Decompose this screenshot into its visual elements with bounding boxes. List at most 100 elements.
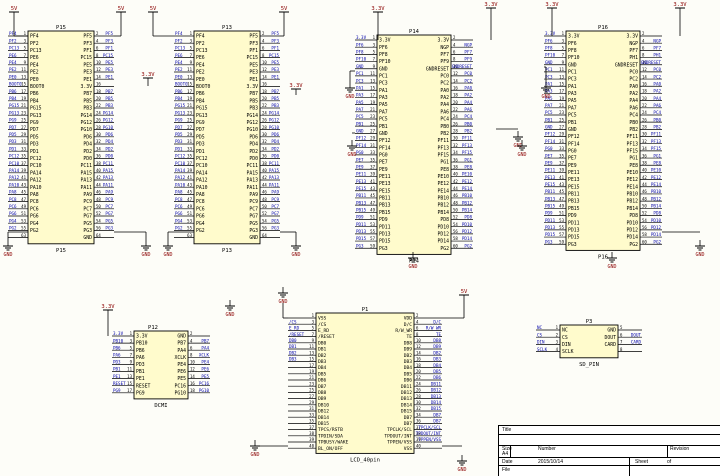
p16-body — [565, 30, 641, 251]
date-value: 2015/10/14 — [538, 459, 564, 465]
p1-pin-left-name: BL_ON/OFF — [318, 446, 343, 452]
p14-pin-left-number: 13 — [370, 78, 375, 83]
p13-net-right: PD2 — [271, 146, 279, 151]
p16-pin-left-name: 3.3V — [568, 34, 580, 40]
p16-pin-left-number: 15 — [559, 81, 564, 86]
p1-pin-left-name: DB6 — [318, 378, 327, 384]
p15-pin-right-name: PG14 — [80, 113, 92, 119]
p1-pin-right-name: DB8 — [404, 340, 413, 346]
p15-pin-right-name: PD6 — [83, 134, 92, 140]
p14-pin-right-name: PD8 — [440, 217, 449, 223]
p16-pin-right-number: 42 — [642, 175, 647, 180]
p13-5v-left-label: 5V — [150, 6, 157, 12]
p14-pin-left-number: 21 — [370, 107, 375, 112]
p15-pin-right-name: PG10 — [80, 127, 92, 133]
p15-net-left: PG15 — [9, 103, 20, 108]
p15-pin-left-name: BOOT0 — [30, 84, 45, 90]
p15-net-right: PE3 — [105, 67, 113, 72]
p16-pin-left-name: PF14 — [568, 141, 580, 147]
p14-net-right: PD10 — [462, 222, 473, 227]
p13-pin-left-name: PD3 — [196, 142, 205, 148]
p15-pin-right-number: 20 — [96, 96, 101, 101]
p14-pin-right-number: 32 — [453, 143, 458, 148]
p15-pin-left-number: 9 — [24, 60, 27, 65]
p16-pin-left-number: 17 — [559, 89, 564, 94]
p13-pin-left-number: 37 — [187, 161, 192, 166]
p14-pin-left-name: PB15 — [379, 210, 391, 216]
p16-net-left: PF8 — [545, 46, 553, 51]
p1-pin-left-name: DB2 — [318, 353, 327, 359]
p14-pin-left-number: 55 — [370, 229, 375, 234]
p16-pin-right-number: 20 — [642, 96, 647, 101]
p14-pin-left-name: PD13 — [379, 231, 391, 237]
p13-pin-right-number: 34 — [262, 146, 267, 151]
p3-net-right: DOUT — [631, 332, 642, 337]
p16-net-right: PD8 — [653, 211, 661, 216]
p12-net-left: PE1 — [113, 374, 121, 379]
p12-pin-left-number: 13 — [127, 374, 132, 379]
p16-pin-right-number: 16 — [642, 81, 647, 86]
p14-net-right: PD12 — [462, 229, 473, 234]
p1-pin-right-name: DB11 — [401, 384, 412, 390]
p15-pin-left-number: 7 — [24, 53, 27, 58]
p14-pin-right-name: PE10 — [437, 174, 449, 180]
p16-net-right: PF13 — [651, 139, 662, 144]
p14-pin-right-number: 18 — [453, 93, 458, 98]
p1-pin-right-number: 20 — [416, 369, 421, 374]
p16-pin-right-name: PG1 — [629, 156, 638, 162]
p16-net-right: PE12 — [651, 175, 662, 180]
p13-pin-left-name: PA12 — [196, 178, 208, 184]
p14-pin-right-number: 58 — [453, 236, 458, 241]
p13-pin-right-name: PC11 — [246, 163, 258, 169]
p16-pin-right-name: PH1 — [629, 55, 638, 61]
date-label: Date — [502, 459, 513, 465]
p16-net-left: PA7 — [545, 103, 553, 108]
p15-net-left: PD7 — [9, 125, 17, 130]
p1-pin-left-number: 25 — [309, 388, 314, 393]
p15-pin-left-number: 55 — [21, 226, 26, 231]
p13-pin-right-name: PG5 — [249, 221, 258, 227]
p1-net-right: TPCLK/SCL — [418, 425, 441, 430]
number-label: Number — [538, 446, 556, 452]
p14-net-left: PF8 — [356, 50, 364, 55]
p16-net-right: PH1 — [653, 53, 661, 58]
p13-pin-left-name: PG9 — [196, 120, 205, 126]
p16-net-right: GNDRESET — [641, 60, 662, 65]
p16-pin-left-name: PA5 — [568, 98, 577, 104]
p13-net-left: PD1 — [175, 146, 183, 151]
p13-net-left: PA12 — [175, 175, 186, 180]
p13-pin-right-name: PG7 — [249, 214, 258, 220]
p12-net-left: PA6 — [113, 353, 121, 358]
p16-net-left: PA5 — [545, 96, 553, 101]
p14-net-left: PF12 — [356, 136, 367, 141]
p16-pin-right-name: PE12 — [626, 177, 638, 183]
p15-net-left: PC8 — [9, 197, 17, 202]
p13-net-left: PA8 — [175, 190, 183, 195]
p13-pin-right-number: 48 — [262, 197, 267, 202]
p16-pin-left-name: PB1 — [568, 120, 577, 126]
p1-5v-label: 5V — [461, 289, 468, 295]
p1-pin-right-number: 34 — [416, 412, 421, 417]
p16-net-right: PF15 — [651, 146, 662, 151]
p1-pin-right-number: 39 — [416, 437, 421, 442]
p15-net-right: PC7 — [105, 204, 113, 209]
p16-pin-left-name: PG0 — [568, 148, 577, 154]
p12-net-right: PB7 — [201, 338, 209, 343]
p16-net-left: PF10 — [545, 53, 556, 58]
p14-net-right: PA2 — [464, 93, 472, 98]
p13-pin-left-name: PC10 — [196, 163, 208, 169]
p14-pin-right-name: PB2 — [440, 131, 449, 137]
p13-net-left: PF4 — [175, 31, 183, 36]
p15-pin-left-name: PG13 — [30, 113, 42, 119]
p13-net-left: PG15 — [175, 103, 186, 108]
p14-net-right: PF15 — [462, 150, 473, 155]
p15-pin-left-name: PD1 — [30, 149, 39, 155]
p14-net-left: PC3 — [356, 78, 364, 83]
p13-net-left: PG9 — [175, 118, 183, 123]
p15-net-right: PF5 — [105, 31, 113, 36]
p13-net-right: PC7 — [271, 204, 279, 209]
p16-pin-left-name: PF12 — [568, 134, 580, 140]
p15-pin-right-name: PF3 — [83, 41, 92, 47]
p12-pin-left-number: 17 — [127, 388, 132, 393]
p16-pin-left-number: 39 — [559, 168, 564, 173]
